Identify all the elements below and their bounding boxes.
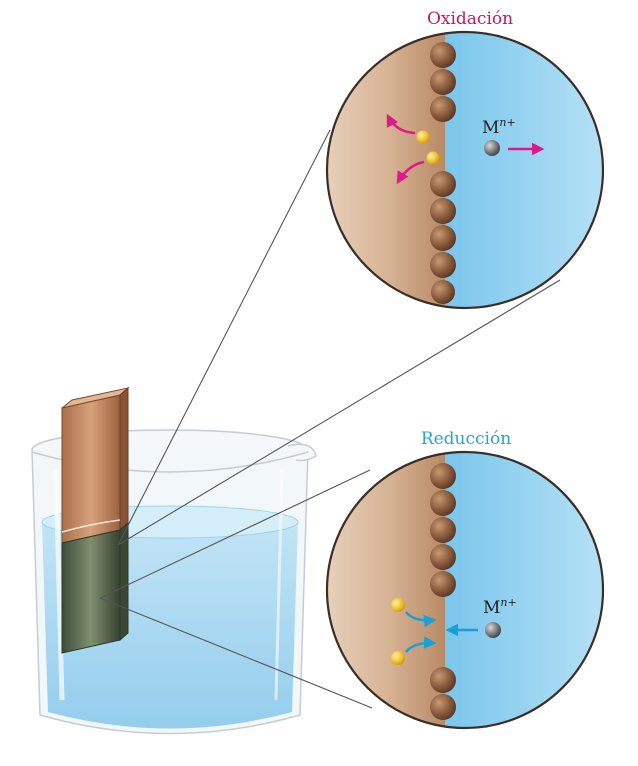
pink-arrow-icon: [396, 160, 425, 185]
oxidation-zoom-circle: Mn+: [325, 30, 605, 310]
blue-arrow-icon: [405, 636, 437, 653]
electron-icon: [391, 651, 405, 665]
metal-electrode: [61, 386, 130, 654]
reduction-label: Reducción: [421, 429, 511, 449]
electron-icon: [426, 151, 440, 165]
surface-atoms-top: [430, 42, 456, 304]
surface-atoms-bottom: [430, 463, 456, 720]
pink-arrow-icon: [386, 113, 416, 135]
zoom-lines: [99, 129, 561, 709]
blue-arrow-icon: [405, 611, 437, 628]
reduction-zoom-circle: Mn+: [325, 450, 605, 730]
electron-icon: [391, 598, 405, 612]
metal-ion-icon: [484, 140, 500, 156]
ion-label-bottom: Mn+: [483, 596, 517, 618]
electron-icon: [416, 130, 430, 144]
oxidation-label: Oxidación: [427, 9, 513, 29]
ion-label-top: Mn+: [482, 116, 516, 138]
metal-ion-icon: [485, 622, 501, 638]
